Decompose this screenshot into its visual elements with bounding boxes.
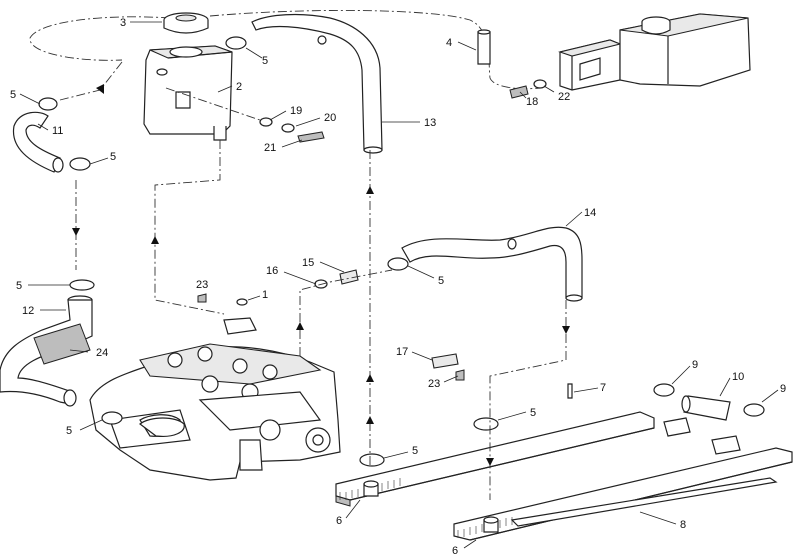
hose-14 xyxy=(401,226,583,302)
heat-exchanger-upper xyxy=(335,411,691,507)
callout-24: 24 xyxy=(96,347,108,359)
callout-23b: 23 xyxy=(428,378,440,390)
callout-22: 22 xyxy=(558,91,570,103)
callout-18: 18 xyxy=(526,96,538,108)
callout-5d: 5 xyxy=(438,275,444,287)
callout-5g: 5 xyxy=(530,407,536,419)
callout-17: 17 xyxy=(396,346,408,358)
callout-5b: 5 xyxy=(10,89,16,101)
callout-3: 3 xyxy=(120,17,126,29)
callout-8: 8 xyxy=(680,519,686,531)
callout-5h: 5 xyxy=(412,445,418,457)
callout-14: 14 xyxy=(584,207,596,219)
gasket xyxy=(139,417,185,437)
seal-strip xyxy=(510,477,778,527)
callout-13: 13 xyxy=(424,117,436,129)
coolant-reservoir xyxy=(143,45,233,141)
callout-7: 7 xyxy=(600,382,606,394)
vent-hose xyxy=(477,29,491,65)
callout-5f: 5 xyxy=(66,425,72,437)
hose-11 xyxy=(12,111,64,173)
hose-sleeve-24 xyxy=(33,323,91,365)
callout-4: 4 xyxy=(446,37,452,49)
reservoir-cap xyxy=(163,12,209,34)
engine-block xyxy=(89,317,341,481)
callout-19: 19 xyxy=(290,105,302,117)
hose-10 xyxy=(681,395,731,421)
vent-routing-line xyxy=(29,9,541,90)
flow-arrows xyxy=(72,84,570,466)
callout-1: 1 xyxy=(262,289,268,301)
callout-23a: 23 xyxy=(196,279,208,291)
callout-6b: 6 xyxy=(452,545,458,557)
callout-6a: 6 xyxy=(336,515,342,527)
callout-16: 16 xyxy=(266,265,278,277)
callout-15: 15 xyxy=(302,257,314,269)
callout-21: 21 xyxy=(264,142,276,154)
callout-12: 12 xyxy=(22,305,34,317)
callout-5e: 5 xyxy=(16,280,22,292)
callout-9a: 9 xyxy=(692,359,698,371)
callout-10: 10 xyxy=(732,371,744,383)
callout-9b: 9 xyxy=(780,383,786,395)
callout-5a: 5 xyxy=(262,55,268,67)
callout-2: 2 xyxy=(236,81,242,93)
expansion-tank xyxy=(558,13,751,91)
callout-20: 20 xyxy=(324,112,336,124)
callout-5c: 5 xyxy=(110,151,116,163)
hose-13 xyxy=(251,13,383,154)
callout-numbers: 3 2 4 5 5 11 5 19 20 21 13 18 22 14 15 1… xyxy=(10,17,786,557)
callout-11: 11 xyxy=(52,125,63,137)
leader-lines xyxy=(19,21,779,549)
hose-clamps xyxy=(38,36,765,467)
